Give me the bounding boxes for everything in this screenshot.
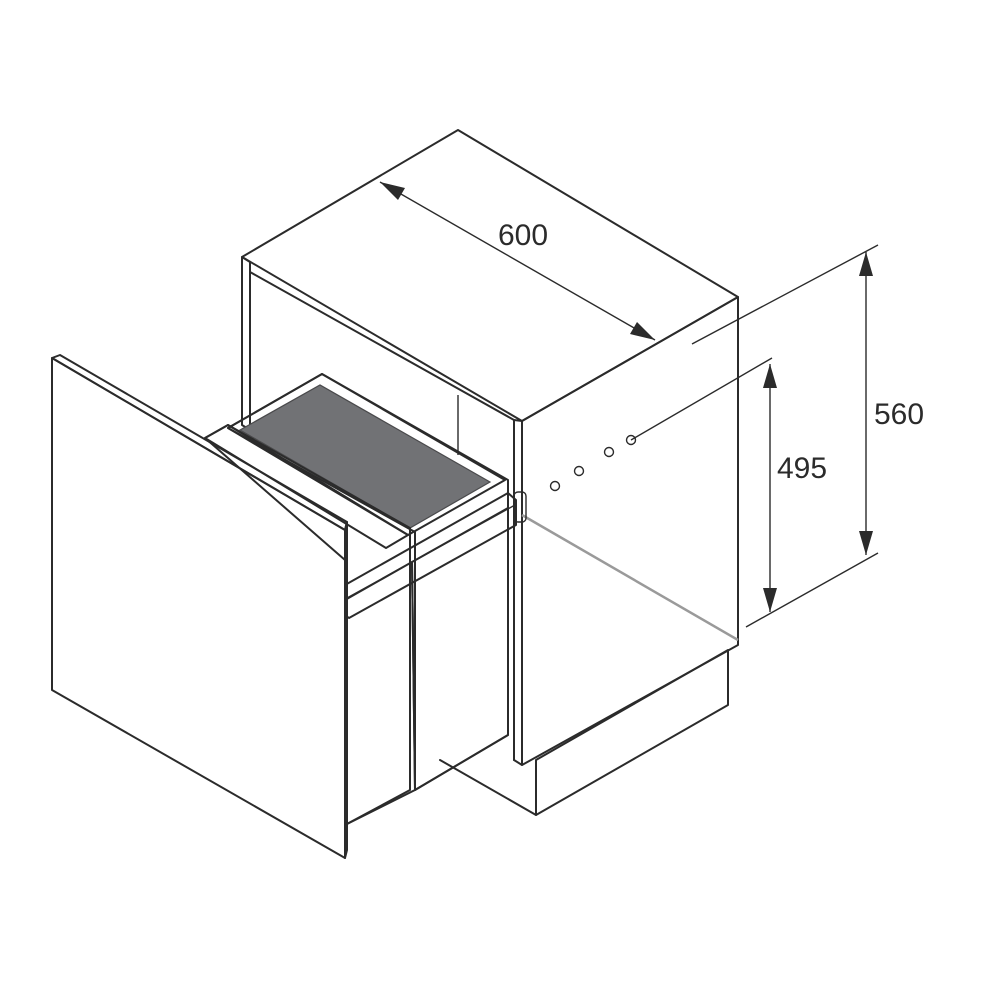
arrowhead-icon [859,252,873,276]
total-height-dimension: 560 [691,244,924,628]
arrowhead-icon [763,588,777,612]
front-bin-rim [204,424,409,549]
plinth-edge [439,759,537,816]
rear-bin-face [411,507,509,791]
arrowhead-icon [380,182,405,200]
total-height-dimension-label: 560 [874,398,924,431]
mounting-hole-icon [573,465,585,477]
arrowhead-icon [630,322,655,340]
width-dimension-line [379,181,656,341]
mounting-hole-icon [603,446,615,458]
frame-rail-edge [346,504,516,599]
door-panel-side [344,521,348,859]
arrowhead-icon [859,531,873,555]
extension-line-bottom [745,552,879,628]
inner-height-dimension-label: 495 [777,452,827,485]
mounting-hole-icon [625,434,637,446]
cabinet-top-rail [249,261,523,422]
front-door-panel [51,354,348,859]
cabinet-left-panel [241,256,251,431]
width-dimension-label: 600 [498,219,548,252]
extension-line-top [691,244,879,345]
cabinet-plinth [535,649,729,816]
mounting-hole-icon [549,480,561,492]
width-dimension: 600 [379,181,656,341]
arrowhead-icon [763,364,777,388]
cabinet-inner-floor [521,513,739,642]
cabinet-front-edge-bottom [513,759,523,766]
cabinet-side-panel [521,296,739,766]
extension-line-hole [630,357,773,441]
pullout-bin-assembly [204,373,527,826]
runner-bracket [513,491,527,523]
inner-height-dimension: 495 [630,357,827,612]
